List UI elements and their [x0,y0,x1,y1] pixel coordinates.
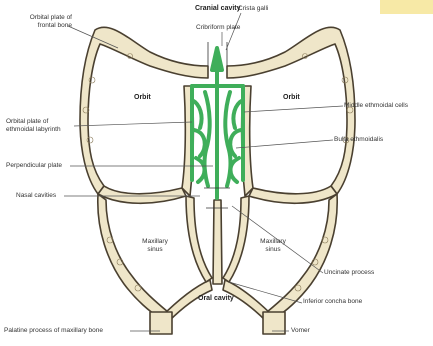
label-bulla-ethmoidalis: Bulla ethmoidalis [334,136,383,144]
label-orbital-plate-ethmoid-line1: Orbital plate of [6,118,61,126]
label-middle-ethmoidal-cells: Middle ethmoidal cells [344,102,408,110]
label-orbital-plate-frontal: Orbital plate of frontal bone [16,14,72,30]
corner-tab [380,0,433,14]
label-vomer: Vomer [291,327,310,335]
label-orbital-plate-ethmoid: Orbital plate of ethmoidal labyrinth [6,118,61,134]
label-orbital-plate-ethmoid-line2: ethmoidal labyrinth [6,126,61,134]
label-oral-cavity: Oral cavity [198,295,234,303]
label-perpendicular-plate: Perpendicular plate [6,162,62,170]
label-maxillary-sinus-left-line2: sinus [140,246,170,254]
label-maxillary-sinus-right-line1: Maxillary [258,238,288,246]
crista-galli-shape [212,48,222,70]
label-cribriform-plate: Cribriform plate [196,24,240,32]
label-maxillary-sinus-left-line1: Maxillary [140,238,170,246]
label-nasal-cavities: Nasal cavities [16,192,56,200]
label-maxillary-sinus-right-line2: sinus [258,246,288,254]
label-orbital-plate-frontal-line1: Orbital plate of [16,14,72,22]
label-uncinate-process: Uncinate process [324,269,374,277]
label-cranial-cavity: Cranial cavity [195,5,241,13]
label-maxillary-sinus-left: Maxillary sinus [140,238,170,254]
label-palatine-process: Palatine process of maxillary bone [4,327,103,335]
label-orbital-plate-frontal-line2: frontal bone [16,22,72,30]
label-maxillary-sinus-right: Maxillary sinus [258,238,288,254]
label-orbit-right: Orbit [283,94,300,102]
label-inferior-concha-bone: Inferior concha bone [303,298,362,306]
label-orbit-left: Orbit [134,94,151,102]
label-crista-galli: Crista galli [238,5,268,13]
